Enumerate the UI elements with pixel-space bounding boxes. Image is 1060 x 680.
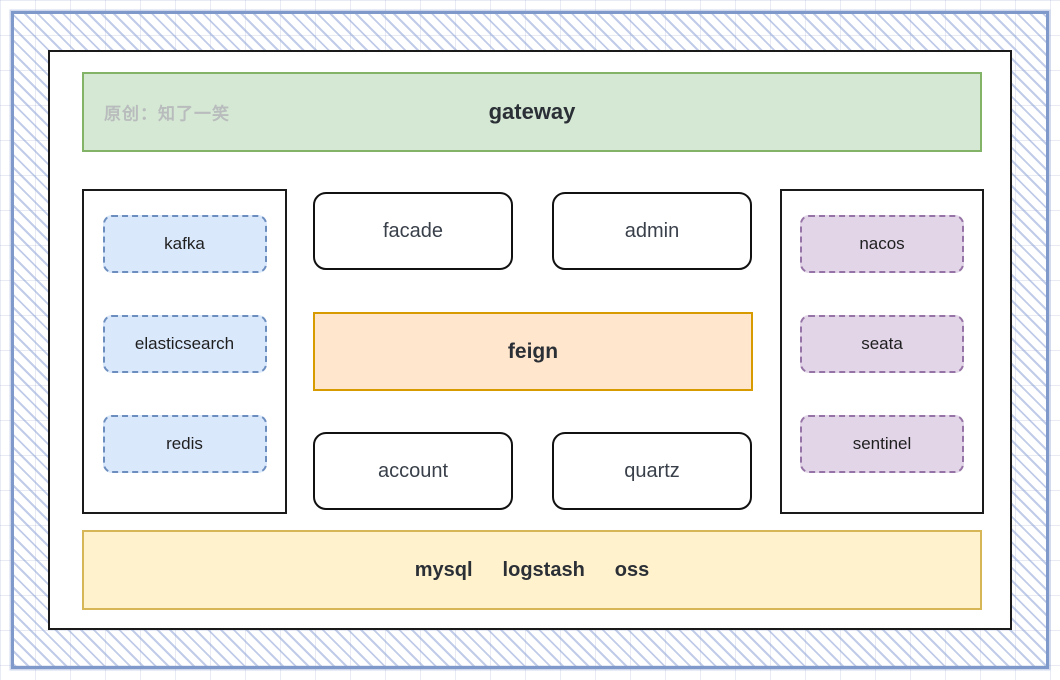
diagram-canvas: 原创：知了一笑 gateway kafka elasticsearch redi… xyxy=(48,50,1012,630)
feign-bar: feign xyxy=(313,312,753,391)
service-label-facade: facade xyxy=(382,219,444,242)
storage-bar: mysql logstash oss xyxy=(82,530,982,610)
service-label-quartz: quartz xyxy=(624,459,680,482)
feign-label: feign xyxy=(507,339,559,363)
service-box-admin: admin xyxy=(552,192,752,270)
registry-box-sentinel: sentinel xyxy=(800,415,964,473)
middleware-box-redis: redis xyxy=(102,415,267,473)
middleware-label-kafka: kafka xyxy=(164,234,205,253)
middleware-box-kafka: kafka xyxy=(102,215,267,273)
registry-label-sentinel: sentinel xyxy=(852,434,912,453)
storage-label-oss: oss xyxy=(614,558,650,581)
registry-label-seata: seata xyxy=(861,334,903,353)
service-label-account: account xyxy=(377,459,449,482)
gateway-label: gateway xyxy=(488,99,576,124)
middleware-label-elasticsearch: elasticsearch xyxy=(134,334,235,353)
registry-panel: nacos seata sentinel xyxy=(780,189,984,514)
registry-box-seata: seata xyxy=(800,315,964,373)
middleware-panel: kafka elasticsearch redis xyxy=(82,189,287,514)
middleware-label-redis: redis xyxy=(166,434,203,453)
service-label-admin: admin xyxy=(624,219,680,242)
storage-label-mysql: mysql xyxy=(414,558,473,581)
middleware-box-elasticsearch: elasticsearch xyxy=(102,315,267,373)
storage-label-logstash: logstash xyxy=(502,558,585,581)
service-box-account: account xyxy=(313,432,513,510)
gateway-bar: 原创：知了一笑 gateway xyxy=(82,72,982,152)
service-box-facade: facade xyxy=(313,192,513,270)
registry-box-nacos: nacos xyxy=(800,215,964,273)
service-box-quartz: quartz xyxy=(552,432,752,510)
watermark-text: 原创：知了一笑 xyxy=(104,104,230,124)
registry-label-nacos: nacos xyxy=(859,234,905,253)
